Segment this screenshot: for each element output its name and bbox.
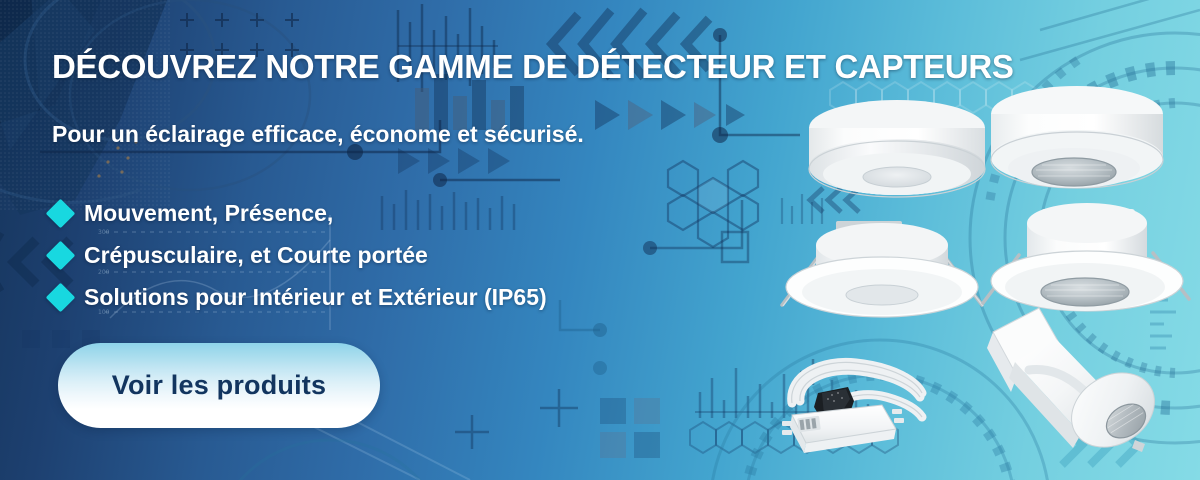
- diamond-bullet-icon: [45, 198, 76, 228]
- feature-label: Crépusculaire, et Courte portée: [84, 241, 428, 268]
- view-products-button[interactable]: Voir les produits: [58, 343, 380, 428]
- feature-label: Solutions pour Intérieur et Extérieur (I…: [84, 283, 547, 310]
- product-image-wall-mount-pir: [985, 300, 1185, 465]
- product-image-group: [760, 0, 1200, 480]
- banner-content: DÉCOUVREZ NOTRE GAMME DE DÉTECTEUR ET CA…: [45, 48, 1014, 428]
- product-image-cabled-junction-box: [770, 335, 960, 465]
- product-image-surface-mount-lens: [970, 80, 1185, 230]
- diamond-bullet-icon: [45, 282, 76, 312]
- page-title: DÉCOUVREZ NOTRE GAMME DE DÉTECTEUR ET CA…: [52, 48, 1014, 85]
- list-item: Solutions pour Intérieur et Extérieur (I…: [45, 277, 547, 317]
- product-image-recessed-terminal-block: [770, 205, 995, 340]
- diamond-bullet-icon: [45, 240, 76, 270]
- feature-label: Mouvement, Présence,: [84, 199, 334, 226]
- list-item: Mouvement, Présence,: [45, 193, 547, 233]
- subtitle: Pour un éclairage efficace, économe et s…: [52, 121, 584, 147]
- product-image-recessed-lens: [975, 195, 1200, 335]
- feature-list: Mouvement, Présence, Crépusculaire, et C…: [45, 193, 547, 319]
- list-item: Crépusculaire, et Courte portée: [45, 235, 547, 275]
- product-image-surface-mount-plain: [790, 95, 1005, 230]
